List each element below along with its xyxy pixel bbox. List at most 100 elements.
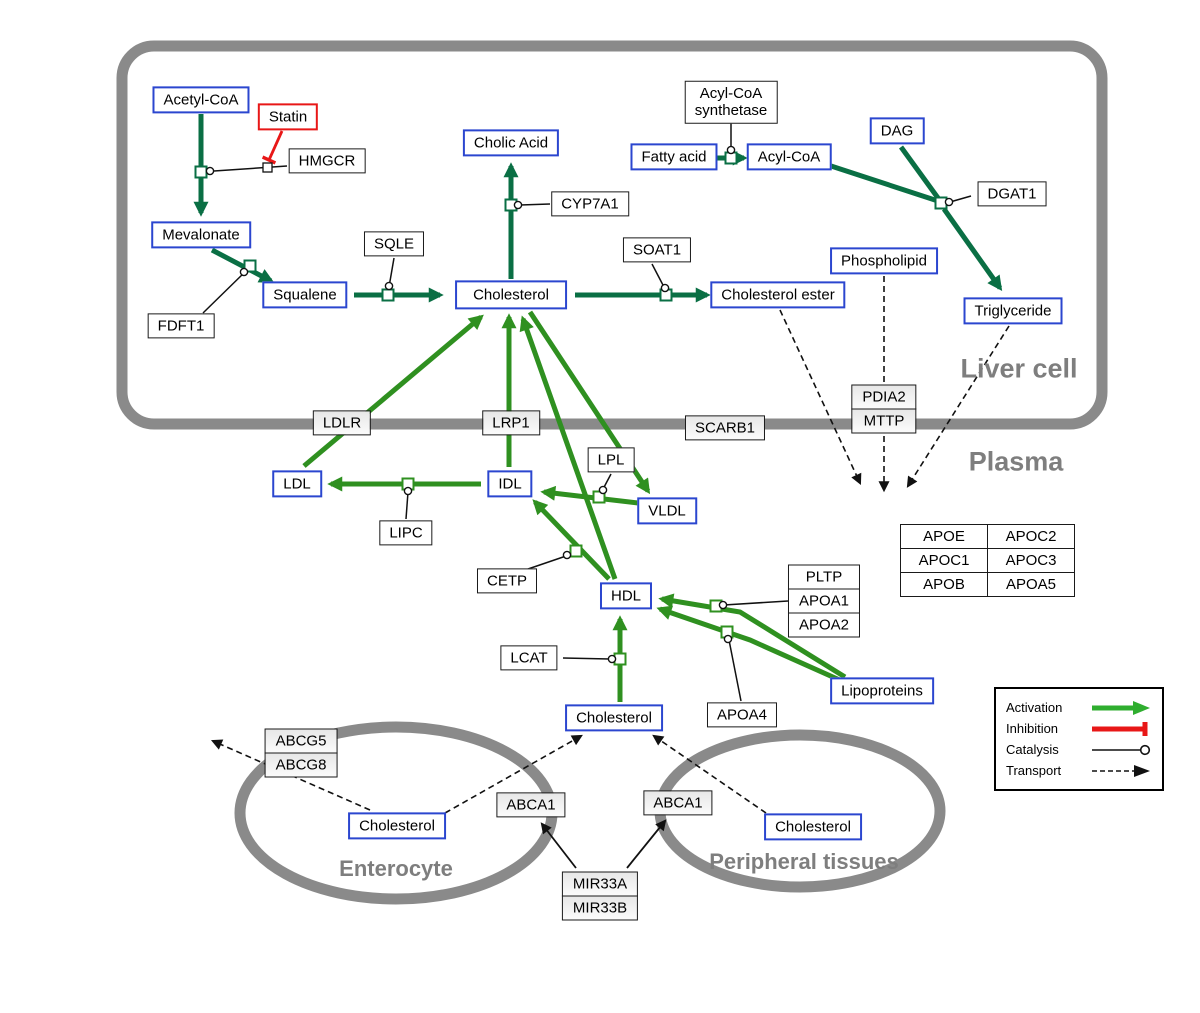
edge-ldl-to-liver-cholesterol — [302, 314, 484, 468]
apo-cell-apoe: APOE — [900, 524, 988, 549]
node-mir33a: MIR33A — [561, 871, 639, 897]
anchor-statin-target — [262, 162, 273, 173]
node-cyp7a1: CYP7A1 — [551, 191, 629, 217]
edge-hdl-to-liver-cholesterol — [519, 315, 618, 580]
node-group-abcg5-abcg8: ABCG5 ABCG8 — [264, 728, 338, 778]
node-lpl: LPL — [587, 447, 635, 473]
legend-inhibition-label: Inhibition — [1006, 721, 1059, 736]
apo-cell-apoc1: APOC1 — [900, 548, 988, 573]
catalysis-circles — [205, 145, 954, 664]
node-cholesterol-plasma: Cholesterol — [565, 704, 663, 732]
node-cholesterol-liver: Cholesterol — [455, 280, 567, 310]
catalysis-dot-apoa4 — [723, 634, 733, 644]
liver-cell-label: Liver cell — [960, 353, 1078, 384]
node-cholic-acid: Cholic Acid — [462, 129, 560, 157]
edge-triglyceride-transport — [906, 325, 1010, 488]
node-sqle: SQLE — [363, 231, 425, 257]
edge-apoa-stack-catalysis — [723, 600, 789, 606]
edge-apoa4-catalysis — [728, 639, 742, 702]
node-pdia2: PDIA2 — [851, 384, 917, 410]
anchor-sqle-reaction — [381, 288, 395, 302]
edge-mir33-to-abca1-peripheral — [626, 819, 667, 869]
edge-lipoproteins-to-hdl-upper — [658, 593, 847, 680]
node-ldl: LDL — [272, 470, 322, 498]
legend-row-transport: Transport — [1006, 760, 1152, 781]
node-lcat: LCAT — [500, 645, 558, 671]
legend-row-activation: Activation — [1006, 697, 1152, 718]
catalysis-dot-fdft1 — [239, 267, 249, 277]
apo-cell-apob: APOB — [900, 572, 988, 597]
node-abcg8: ABCG8 — [264, 752, 338, 778]
node-group-mir33: MIR33A MIR33B — [561, 871, 639, 921]
legend-catalysis-label: Catalysis — [1006, 742, 1059, 757]
edge-acylcoa-to-dgat1-junction — [827, 162, 939, 204]
catalysis-dot-soat1 — [660, 283, 670, 293]
liver-cell-membrane — [116, 40, 1108, 430]
apolipoprotein-table: APOE APOC2 APOC1 APOC3 APOB APOA5 — [900, 524, 1075, 597]
node-mevalonate: Mevalonate — [151, 221, 251, 249]
edge-dgat1-catalysis — [949, 195, 972, 203]
node-cholesterol-ester: Cholesterol ester — [710, 281, 846, 309]
edge-peripheral-cholesterol-to-plasma — [652, 734, 767, 814]
node-phospholipid: Phospholipid — [830, 247, 938, 275]
node-cholesterol-peripheral: Cholesterol — [764, 813, 862, 841]
node-acyl-coa-synthetase: Acyl-CoA synthetase — [684, 80, 778, 124]
edge-hmgcr-catalysis — [213, 165, 288, 172]
apo-cell-apoc2: APOC2 — [987, 524, 1075, 549]
node-cholesterol-enterocyte: Cholesterol — [348, 812, 446, 840]
node-lrp1: LRP1 — [482, 410, 540, 436]
node-abca1-enterocyte: ABCA1 — [496, 792, 566, 818]
node-idl: IDL — [487, 470, 533, 498]
legend-row-inhibition: Inhibition — [1006, 718, 1152, 739]
inhibition-edge — [261, 130, 284, 165]
node-lipc: LIPC — [379, 520, 433, 546]
node-group-pltp-apoa1-apoa2: PLTP APOA1 APOA2 — [787, 564, 861, 638]
edge-vldl-to-idl — [540, 485, 639, 506]
node-statin: Statin — [257, 103, 319, 131]
node-pltp: PLTP — [787, 564, 861, 590]
anchor-hmgcr-reaction — [194, 165, 208, 179]
node-hmgcr: HMGCR — [288, 148, 366, 174]
edge-enterocyte-cholesterol-to-plasma — [444, 734, 583, 814]
edge-lcat-catalysis — [562, 657, 611, 660]
node-cetp: CETP — [476, 568, 538, 594]
catalysis-dot-lcat — [607, 654, 617, 664]
node-acyl-coa: Acyl-CoA — [746, 143, 832, 171]
apo-cell-apoa5: APOA5 — [987, 572, 1075, 597]
node-abca1-peripheral: ABCA1 — [643, 790, 713, 816]
anchor-cetp-reaction — [569, 544, 583, 558]
edge-dag-to-dgat1-junction — [898, 145, 941, 200]
legend-activation-label: Activation — [1006, 700, 1063, 715]
catalysis-circle-icon — [1092, 744, 1151, 755]
statin-tbar-icon — [261, 155, 277, 165]
legend-transport-label: Transport — [1006, 763, 1062, 778]
edge-hdl-to-idl — [532, 499, 611, 581]
node-dgat1: DGAT1 — [977, 181, 1047, 207]
edge-soat1-catalysis — [651, 263, 665, 288]
plasma-label: Plasma — [968, 446, 1064, 477]
edge-mevalonate-to-squalene — [210, 247, 275, 284]
edge-cyp7a1-catalysis — [519, 203, 551, 206]
apo-cell-apoc3: APOC3 — [987, 548, 1075, 573]
edge-mir33-to-abca1-enterocyte — [540, 822, 577, 869]
node-fdft1: FDFT1 — [147, 313, 215, 339]
edge-cetp-catalysis — [527, 554, 570, 570]
anchor-fdft1-reaction — [243, 259, 257, 273]
node-abcg5: ABCG5 — [264, 728, 338, 754]
node-triglyceride: Triglyceride — [963, 297, 1063, 325]
peripheral-tissues-label: Peripheral tissues — [709, 849, 899, 874]
node-hdl: HDL — [599, 582, 653, 610]
catalysis-dot-lipc — [403, 486, 413, 496]
activation-arrow-icon — [1092, 700, 1150, 715]
node-soat1: SOAT1 — [622, 237, 692, 263]
node-lipoproteins: Lipoproteins — [830, 677, 934, 705]
acyl-coa-synthetase-line2: synthetase — [694, 102, 768, 119]
node-ldlr: LDLR — [312, 410, 372, 436]
node-acetyl-coa: Acetyl-CoA — [152, 86, 250, 114]
inhibition-tbar-icon — [1092, 721, 1148, 736]
catalysis-dot-acylcoa-synthetase — [726, 145, 736, 155]
node-apoa4: APOA4 — [706, 702, 778, 728]
node-apoa1: APOA1 — [787, 588, 861, 614]
